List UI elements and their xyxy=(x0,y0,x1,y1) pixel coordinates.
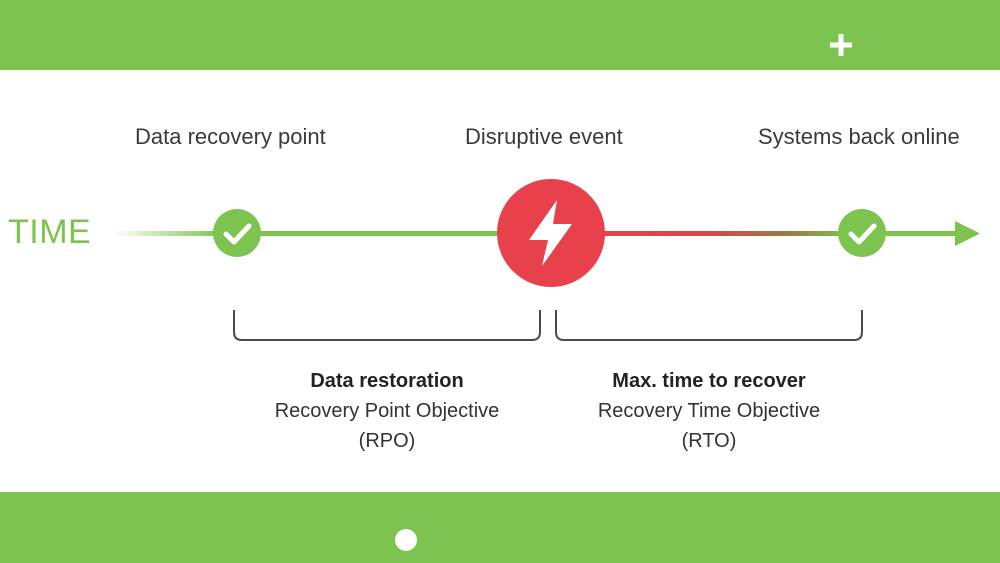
rto-title: Max. time to recover xyxy=(612,370,806,392)
timeline-rto-segment xyxy=(590,231,850,236)
rpo-abbr: (RPO) xyxy=(358,430,416,452)
rto-abbr: (RTO) xyxy=(681,430,737,452)
event-label-recovery-point: Data recovery point xyxy=(135,124,326,149)
plus-icon[interactable] xyxy=(826,30,856,60)
timeline-end-segment xyxy=(860,231,960,236)
rto-bracket xyxy=(555,310,863,341)
rto-subtitle: Recovery Time Objective xyxy=(597,400,821,422)
top-bar xyxy=(0,0,1000,70)
lightning-bolt-icon xyxy=(497,179,605,287)
rpo-bracket xyxy=(233,310,541,341)
timeline-rpo-segment xyxy=(222,231,512,236)
event-label-disruptive-event: Disruptive event xyxy=(465,124,623,149)
bottom-bar xyxy=(0,492,1000,563)
check-icon xyxy=(838,209,886,257)
timeline-fade-segment xyxy=(112,231,222,236)
event-label-back-online: Systems back online xyxy=(758,124,960,149)
time-axis-label: TIME xyxy=(8,213,92,251)
check-icon xyxy=(213,209,261,257)
rto-caption: Max. time to recover Recovery Time Objec… xyxy=(549,366,869,456)
arrow-head-icon xyxy=(955,221,980,246)
rpo-title: Data restoration xyxy=(310,370,464,392)
rpo-subtitle: Recovery Point Objective xyxy=(274,400,500,422)
pagination-dot[interactable] xyxy=(395,529,417,551)
timeline-graphic xyxy=(112,179,980,341)
rpo-caption: Data restoration Recovery Point Objectiv… xyxy=(227,366,547,456)
rpo-rto-diagram: Data recovery point Disruptive event Sys… xyxy=(0,70,1000,492)
